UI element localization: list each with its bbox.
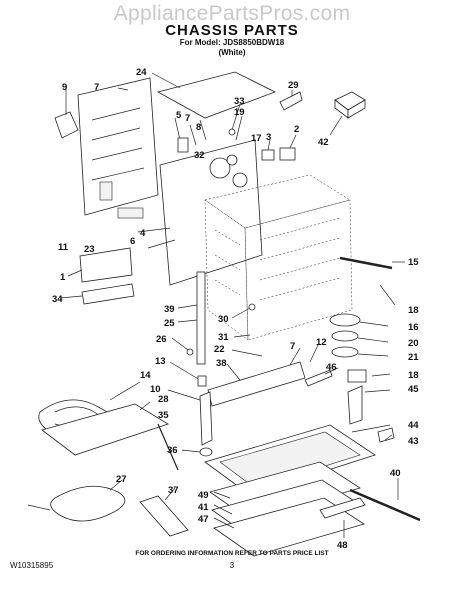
oven-cavity-left: [204, 199, 249, 341]
callout-11: 11: [58, 242, 69, 253]
callout-36: 36: [167, 445, 178, 456]
callout-37: 37: [168, 485, 179, 496]
callout-16: 16: [408, 322, 419, 333]
part-20-shape: [331, 330, 359, 342]
part-10-shape: [199, 391, 213, 446]
callout-30: 30: [218, 314, 229, 325]
callout-31: 31: [218, 332, 229, 343]
part-28-shape: [41, 403, 169, 456]
part-21-shape: [331, 346, 359, 358]
part-24-shape: [156, 71, 277, 119]
page-title: CHASSIS PARTS: [165, 22, 299, 39]
callout-46: 46: [326, 362, 337, 373]
callout-18b: 18: [408, 370, 419, 381]
page-number: 3: [229, 561, 235, 570]
callout-40: 40: [390, 468, 401, 479]
callout-35: 35: [158, 410, 169, 421]
callout-28: 28: [158, 394, 169, 405]
callout-4: 4: [140, 228, 146, 239]
callout-48: 48: [337, 540, 348, 551]
callout-25: 25: [164, 318, 175, 329]
callout-19: 19: [234, 107, 245, 118]
callout-1: 1: [60, 272, 66, 283]
callout-32: 32: [194, 150, 205, 161]
part-25-shape: [196, 271, 206, 365]
callout-44: 44: [408, 420, 419, 431]
callout-47: 47: [198, 514, 209, 525]
callout-41: 41: [198, 502, 209, 513]
callout-6: 6: [130, 236, 135, 247]
part-29-shape: [279, 91, 303, 111]
callout-27: 27: [116, 474, 127, 485]
callout-49: 49: [198, 490, 209, 501]
part-1-shape: [79, 247, 133, 283]
callout-34: 34: [52, 294, 63, 305]
ordering-info-footer: FOR ORDERING INFORMATION REFER TO PARTS …: [135, 550, 329, 557]
callout-24: 24: [136, 67, 147, 78]
callout-3: 3: [266, 132, 271, 143]
callout-20: 20: [408, 338, 419, 349]
callout-26: 26: [156, 334, 167, 345]
callout-7: 7: [94, 82, 99, 93]
callout-7c: 7: [290, 341, 295, 352]
callout-21: 21: [408, 352, 419, 363]
callout-29: 29: [288, 80, 299, 91]
callout-9: 9: [62, 82, 67, 93]
callout-15: 15: [408, 257, 419, 268]
part-34-shape: [81, 283, 135, 305]
callout-14: 14: [140, 370, 151, 381]
model-number: For Model: JDS8850BDW18: [179, 38, 285, 47]
part-37-shape: [139, 495, 189, 537]
callout-22: 22: [214, 344, 225, 355]
callout-43: 43: [408, 436, 419, 447]
part-9-shape: [54, 111, 79, 139]
left-back-panel-shape: [77, 77, 159, 216]
callout-5: 5: [176, 110, 182, 121]
callout-18: 18: [408, 305, 419, 316]
part-27-shape: [50, 485, 126, 522]
callout-33: 33: [234, 96, 245, 107]
model-color: (White): [218, 48, 246, 57]
part-45-shape: [347, 385, 363, 425]
callout-2: 2: [294, 124, 299, 135]
callout-45: 45: [408, 384, 419, 395]
part-17-back-panel-shape: [159, 139, 263, 286]
callout-8: 8: [196, 122, 201, 133]
callout-38: 38: [216, 358, 227, 369]
part-16-shape: [329, 313, 361, 327]
callout-39: 39: [164, 304, 175, 315]
callout-12: 12: [316, 337, 327, 348]
callout-7b: 7: [185, 113, 190, 124]
oven-cavity-right: [244, 199, 353, 341]
callout-13: 13: [155, 356, 166, 367]
callout-17: 17: [251, 133, 262, 144]
callout-42: 42: [318, 137, 329, 148]
watermark: AppliancePartsPros.com: [113, 2, 351, 25]
document-part-number: W10315895: [10, 561, 54, 570]
callout-23: 23: [84, 244, 95, 255]
callout-10: 10: [150, 384, 161, 395]
